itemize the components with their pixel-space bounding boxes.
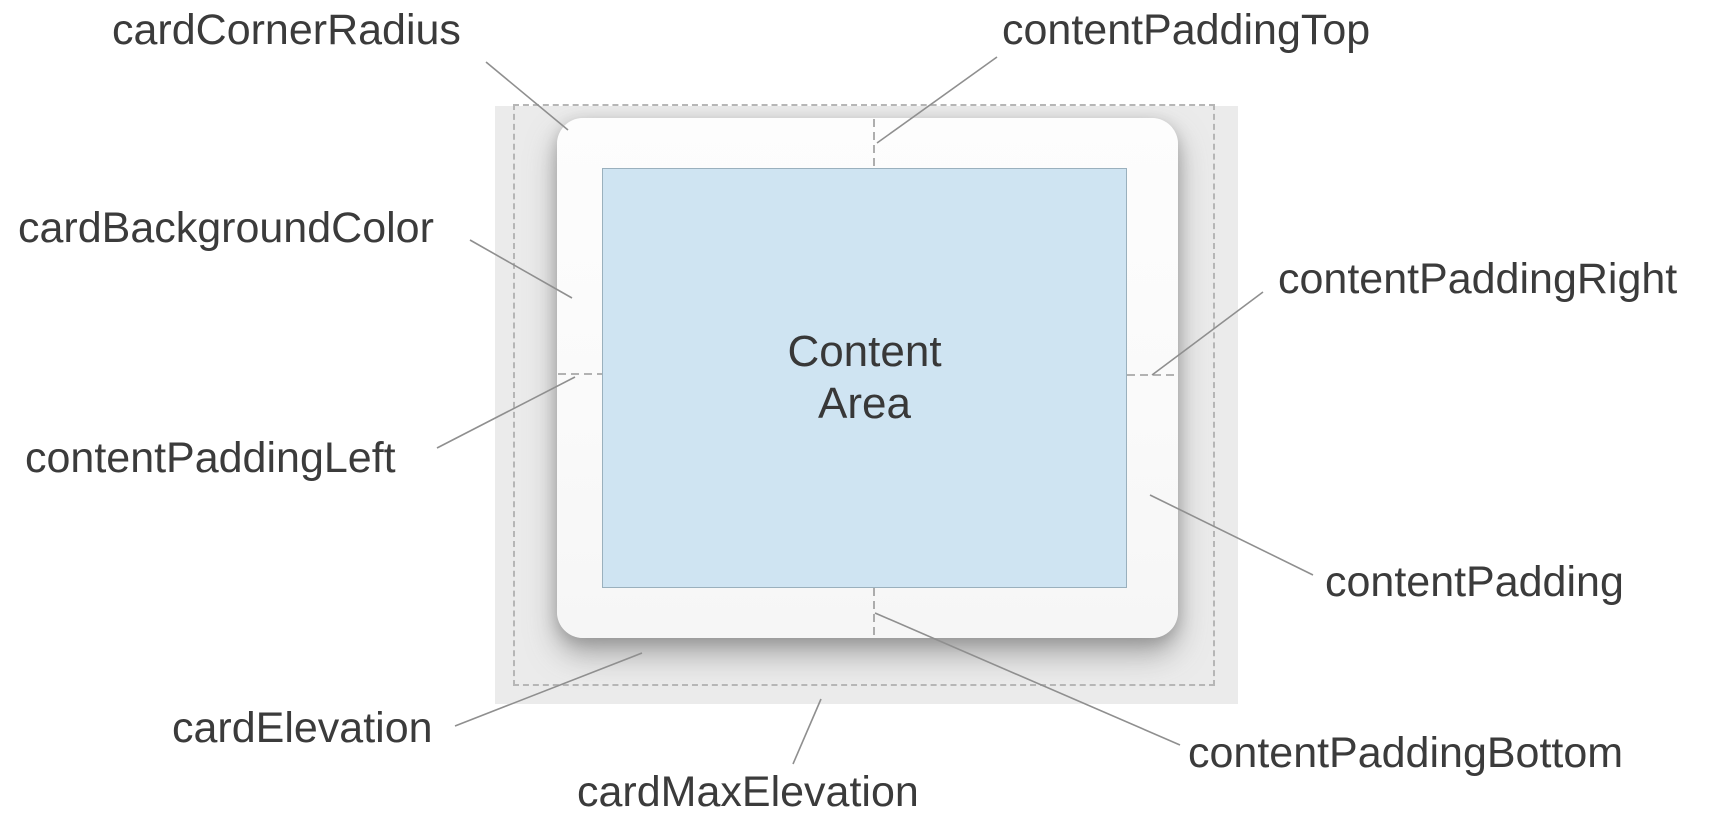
leader-card-max-elevation [792,698,822,765]
label-card-background-color: cardBackgroundColor [18,204,434,252]
label-content-padding-top: contentPaddingTop [1002,6,1371,54]
content-area-label-line1: Content [787,327,942,376]
content-area-label-line2: Area [818,379,911,428]
label-content-padding-right: contentPaddingRight [1278,255,1678,303]
label-content-padding-left: contentPaddingLeft [25,434,396,482]
label-content-padding: contentPadding [1325,558,1624,606]
content-area: Content Area [602,168,1127,588]
label-card-corner-radius: cardCornerRadius [112,6,461,54]
label-content-padding-bottom: contentPaddingBottom [1188,729,1624,777]
label-card-elevation: cardElevation [172,704,433,752]
label-card-max-elevation: cardMaxElevation [577,768,919,816]
